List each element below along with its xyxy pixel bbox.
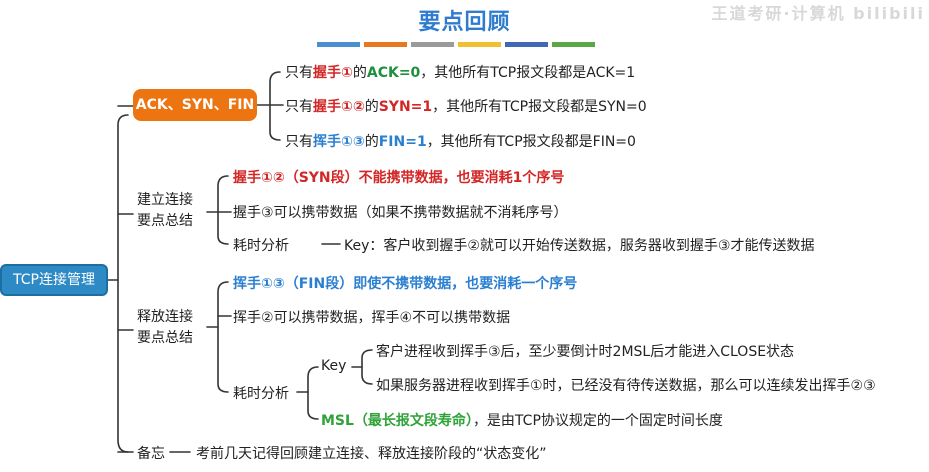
release-key-item-server: 如果服务器进程收到挥手①时，已经没有待传送数据，那么可以连续发出挥手②③ bbox=[376, 378, 876, 394]
color-bar-segment bbox=[411, 42, 454, 47]
flag-item-mid: 的 bbox=[364, 134, 379, 150]
flag-item-syn: 只有握手①②的SYN=1，其他所有TCP报文段都是SYN=0 bbox=[285, 96, 647, 116]
page-title: 要点回顾 bbox=[418, 10, 511, 35]
flag-item-flag: FIN=1 bbox=[378, 134, 427, 150]
flag-item-handshake: 握手① bbox=[313, 65, 353, 81]
flag-item-flag: SYN=1 bbox=[378, 99, 433, 115]
release-key-label: Key bbox=[321, 358, 347, 374]
root-node: TCP连接管理 bbox=[0, 264, 108, 296]
release-key-item-client: 客户进程收到挥手③后，至少要倒计时2MSL后才能进入CLOSE状态 bbox=[376, 344, 795, 360]
color-bar-segment bbox=[552, 42, 595, 47]
color-bar-segment bbox=[505, 42, 548, 47]
establish-label-line1: 建立连接 bbox=[137, 192, 193, 208]
establish-item-syn: 握手①②（SYN段）不能携带数据，也要消耗1个序号 bbox=[233, 170, 565, 186]
color-bar-segment bbox=[458, 42, 501, 47]
flag-item-flag: ACK=0 bbox=[366, 65, 421, 81]
release-msl-note: MSL（最长报文段寿命），是由TCP协议规定的一个固定时间长度 bbox=[321, 410, 723, 430]
flag-item-fin: 只有挥手①③的FIN=1，其他所有TCP报文段都是FIN=0 bbox=[285, 131, 636, 151]
flag-item-post: ，其他所有TCP报文段都是FIN=0 bbox=[426, 134, 636, 150]
flag-item-mid: 的 bbox=[352, 65, 367, 81]
establish-timing-text: Key：客户收到握手②就可以开始传送数据，服务器收到握手③才能传送数据 bbox=[344, 238, 815, 254]
flags-node: ACK、SYN、FIN bbox=[133, 89, 257, 121]
flag-item-handshake: 握手①② bbox=[313, 99, 365, 115]
release-timing-label: 耗时分析 bbox=[233, 386, 289, 402]
release-label-line1: 释放连接 bbox=[137, 309, 193, 325]
flag-item-post: ，其他所有TCP报文段都是SYN=0 bbox=[432, 99, 647, 115]
release-item-fin: 挥手①③（FIN段）即使不携带数据，也要消耗一个序号 bbox=[233, 276, 578, 292]
release-label-line2: 要点总结 bbox=[137, 330, 193, 346]
establish-label-line2: 要点总结 bbox=[137, 213, 193, 229]
release-item-data: 挥手②可以携带数据，挥手④不可以携带数据 bbox=[233, 310, 511, 326]
msl-text: ，是由TCP协议规定的一个固定时间长度 bbox=[472, 413, 723, 429]
flag-item-post: ，其他所有TCP报文段都是ACK=1 bbox=[420, 65, 636, 81]
memo-text: 考前几天记得回顾建立连接、释放连接阶段的“状态变化” bbox=[196, 446, 547, 462]
msl-label: MSL（最长报文段寿命） bbox=[321, 413, 473, 429]
flag-item-wave: 挥手①③ bbox=[313, 134, 365, 150]
color-bar-segment bbox=[364, 42, 407, 47]
watermark: 王道考研·计算机 bilibili bbox=[711, 4, 925, 23]
flag-item-ack: 只有握手①的ACK=0，其他所有TCP报文段都是ACK=1 bbox=[285, 62, 635, 82]
memo-label: 备忘 bbox=[137, 446, 165, 462]
flag-item-pre: 只有 bbox=[285, 65, 313, 81]
establish-node: 建立连接 要点总结 bbox=[137, 190, 193, 232]
flag-item-pre: 只有 bbox=[285, 134, 313, 150]
title-color-bar bbox=[317, 42, 595, 47]
flag-item-mid: 的 bbox=[364, 99, 379, 115]
color-bar-segment bbox=[317, 42, 360, 47]
release-node: 释放连接 要点总结 bbox=[137, 307, 193, 349]
establish-timing-label: 耗时分析 bbox=[233, 238, 289, 254]
establish-item-ack: 握手③可以携带数据（如果不携带数据就不消耗序号） bbox=[233, 205, 568, 221]
flag-item-pre: 只有 bbox=[285, 99, 313, 115]
